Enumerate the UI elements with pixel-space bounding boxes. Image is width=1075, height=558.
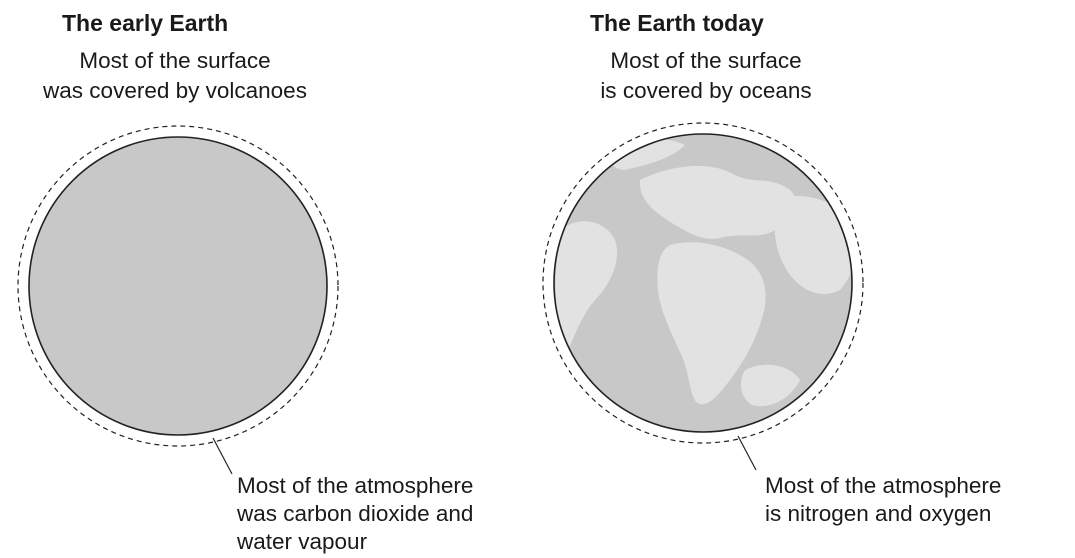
- today-earth-outline: [553, 133, 853, 433]
- early-earth-surface: [28, 136, 328, 436]
- today-atmosphere-label: Most of the atmosphere is nitrogen and o…: [765, 472, 1001, 528]
- continent-america: [555, 221, 618, 350]
- today-surface-label: Most of the surface is covered by oceans: [556, 46, 856, 106]
- early-atmosphere-label: Most of the atmosphere was carbon dioxid…: [237, 472, 473, 556]
- early-earth-panel: The early Earth Most of the surface was …: [0, 0, 520, 558]
- continent-europe: [639, 165, 798, 239]
- today-earth-panel: The Earth today Most of the surface is c…: [520, 0, 1075, 558]
- today-atmosphere-line-2: is nitrogen and oxygen: [765, 501, 992, 526]
- today-atmosphere-boundary: [542, 122, 864, 444]
- today-atmosphere-leader-line: [737, 435, 757, 471]
- early-atmosphere-boundary: [17, 125, 339, 447]
- early-surface-line-2: was covered by volcanoes: [43, 78, 307, 103]
- early-earth-globe: [17, 125, 339, 475]
- early-surface-line-1: Most of the surface: [79, 48, 271, 73]
- continent-southern: [740, 364, 800, 407]
- early-atmosphere-leader-line: [212, 437, 233, 475]
- today-surface-line-1: Most of the surface: [610, 48, 802, 73]
- continent-africa: [657, 242, 766, 405]
- today-atmosphere-line-1: Most of the atmosphere: [765, 473, 1002, 498]
- early-atmosphere-line-3: water vapour: [237, 529, 368, 554]
- today-earth-globe: [542, 122, 864, 471]
- early-surface-label: Most of the surface was covered by volca…: [10, 46, 340, 106]
- today-earth-title: The Earth today: [590, 10, 764, 36]
- today-continents: [555, 138, 852, 407]
- continent-asia: [774, 195, 852, 294]
- today-surface-line-2: is covered by oceans: [600, 78, 812, 103]
- early-atmosphere-line-1: Most of the atmosphere: [237, 473, 474, 498]
- early-atmosphere-line-2: was carbon dioxide and: [237, 501, 474, 526]
- early-earth-title: The early Earth: [62, 10, 229, 36]
